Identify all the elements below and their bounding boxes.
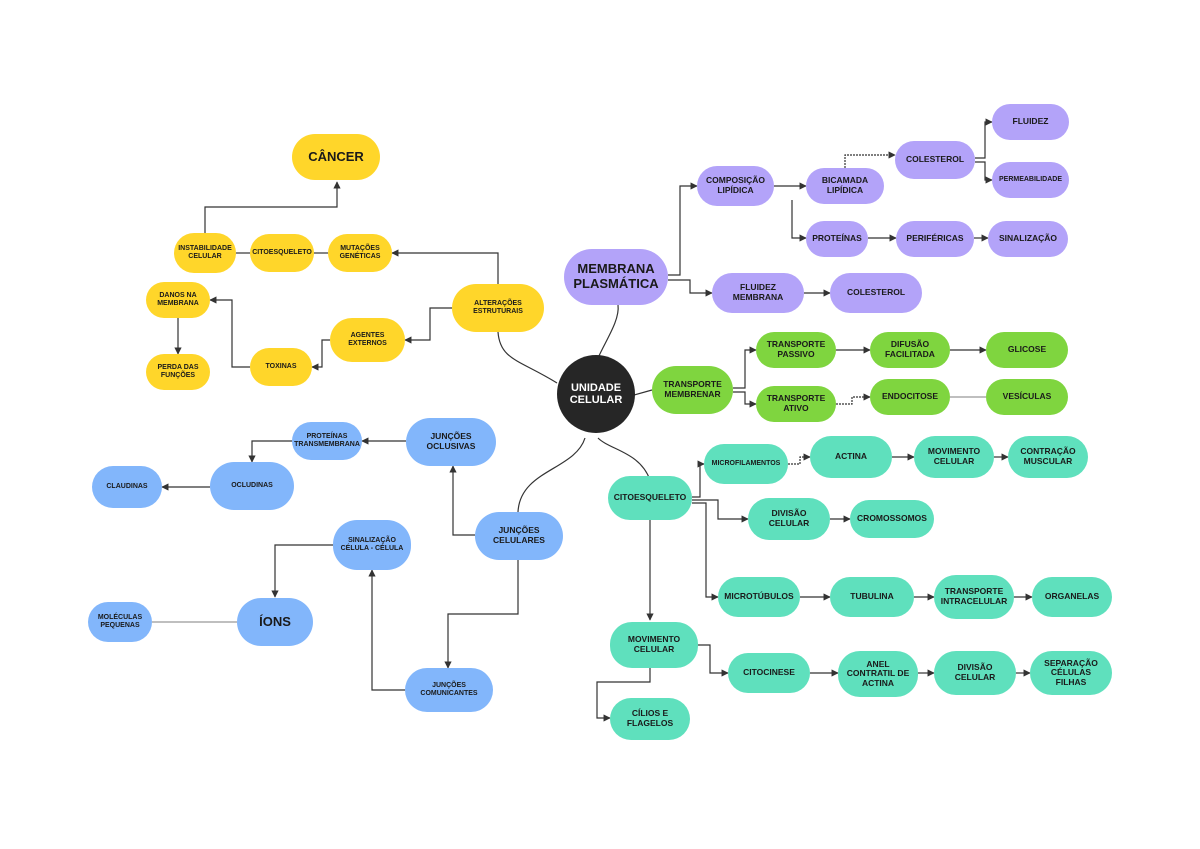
perifericas-node[interactable]: PERIFÉRICAS (896, 221, 974, 257)
separacao-celulas-node[interactable]: SEPARAÇÃO CÉLULAS FILHAS (1030, 651, 1112, 695)
endocitose-node[interactable]: ENDOCITOSE (870, 379, 950, 415)
bicamada-lipidica-node[interactable]: BICAMADA LIPÍDICA (806, 168, 884, 204)
instabilidade-celular-node[interactable]: INSTABILIDADE CELULAR (174, 233, 236, 273)
mutacoes-geneticas-node[interactable]: MUTAÇÕES GENÉTICAS (328, 234, 392, 272)
edge-juncoes-comunicantes (444, 560, 519, 669)
edge-transporte-passivo (733, 346, 757, 389)
anel-contratil-node[interactable]: ANEL CONTRATIL DE ACTINA (838, 651, 918, 697)
sinalizacao-celula-node[interactable]: SINALIZAÇÃO CÉLULA - CÉLULA (333, 520, 411, 570)
tubulina-node[interactable]: TUBULINA (830, 577, 914, 617)
alteracoes-estruturais-node[interactable]: ALTERAÇÕES ESTRUTURAIS (452, 284, 544, 332)
edge-movimento-citocinese (698, 644, 729, 677)
edge-juncoes-oclusivas (449, 465, 475, 536)
perda-funcoes-node[interactable]: PERDA DAS FUNÇÕES (146, 354, 210, 390)
edge-agentes-toxinas (311, 339, 330, 371)
permeabilidade-node[interactable]: PERMEABILIDADE (992, 162, 1069, 198)
juncoes-celulares-node[interactable]: JUNÇÕES CELULARES (475, 512, 563, 560)
proteinas-node[interactable]: PROTEÍNAS (806, 221, 868, 257)
cromossomos-node[interactable]: CROMOSSOMOS (850, 500, 934, 538)
edge-center-juncoes (517, 437, 586, 513)
organelas-node[interactable]: ORGANELAS (1032, 577, 1112, 617)
edge-cito-microtubulos (692, 502, 719, 601)
divisao-celular-node-2[interactable]: DIVISÃO CELULAR (934, 651, 1016, 695)
edge-center-alteracoes (497, 331, 558, 384)
glicose-node[interactable]: GLICOSE (986, 332, 1068, 368)
edge-cito-microfilamentos (692, 460, 705, 498)
edge-proteinas-ocludinas (248, 440, 292, 463)
colesterol-node-1[interactable]: COLESTEROL (895, 141, 975, 179)
sinalizacao-node[interactable]: SINALIZAÇÃO (988, 221, 1068, 257)
center-node[interactable]: UNIDADE CELULAR (557, 355, 635, 433)
citocinese-node[interactable]: CITOCINESE (728, 653, 810, 693)
edge-sinalizacao-ions (271, 544, 333, 598)
vesiculas-node[interactable]: VESÍCULAS (986, 379, 1068, 415)
toxinas-node[interactable]: TOXINAS (250, 348, 312, 386)
ions-node[interactable]: ÍONS (237, 598, 313, 646)
claudinas-node[interactable]: CLAUDINAS (92, 466, 162, 508)
juncoes-oclusivas-node[interactable]: JUNÇÕES OCLUSIVAS (406, 418, 496, 466)
contracao-muscular-node[interactable]: CONTRAÇÃO MUSCULAR (1008, 436, 1088, 478)
edge-toxinas-danos (209, 296, 250, 368)
movimento-celular-node-1[interactable]: MOVIMENTO CELULAR (914, 436, 994, 478)
edge-transporte-ativo (733, 391, 757, 408)
transporte-passivo-node[interactable]: TRANSPORTE PASSIVO (756, 332, 836, 368)
edge-bicamada-colesterol (844, 151, 896, 168)
edge-instabilidade-cancer (204, 181, 341, 233)
edge-colesterol-fluidez (975, 118, 993, 159)
edge-center-membrana (597, 304, 619, 359)
citoesqueleto-node[interactable]: CITOESQUELETO (608, 476, 692, 520)
edge-membrana-composicao (668, 182, 698, 276)
moleculas-pequenas-node[interactable]: MOLÉCULAS PEQUENAS (88, 602, 152, 642)
transporte-ativo-node[interactable]: TRANSPORTE ATIVO (756, 386, 836, 422)
fluidez-membrana-node[interactable]: FLUIDEZ MEMBRANA (712, 273, 804, 313)
edge-microfilamentos-actina (788, 453, 811, 465)
agentes-externos-node[interactable]: AGENTES EXTERNOS (330, 318, 405, 362)
cancer-node[interactable]: CÂNCER (292, 134, 380, 180)
microfilamentos-node[interactable]: MICROFILAMENTOS (704, 444, 788, 484)
edge-alteracoes-agentes (404, 307, 452, 344)
edge-center-transporte (633, 389, 653, 396)
proteinas-transmembrana-node[interactable]: PROTEÍNAS TRANSMEMBRANA (292, 422, 362, 460)
membrana-plasmatica-node[interactable]: MEMBRANA PLASMÁTICA (564, 249, 668, 305)
cilios-flagelos-node[interactable]: CÍLIOS E FLAGELOS (610, 698, 690, 740)
movimento-celular-node-2[interactable]: MOVIMENTO CELULAR (610, 622, 698, 668)
edge-comunicantes-sinalizacao (368, 569, 405, 691)
edge-ativo-endocitose (836, 393, 871, 405)
edge-cito-divisao (692, 499, 749, 523)
difusao-facilitada-node[interactable]: DIFUSÃO FACILITADA (870, 332, 950, 368)
edge-center-citoesqueleto (597, 437, 651, 481)
fluidez-node[interactable]: FLUIDEZ (992, 104, 1069, 140)
divisao-celular-node-1[interactable]: DIVISÃO CELULAR (748, 498, 830, 540)
actina-node[interactable]: ACTINA (810, 436, 892, 478)
edge-alteracoes-mutacoes (391, 249, 499, 284)
edge-composicao-proteinas (791, 200, 807, 242)
danos-membrana-node[interactable]: DANOS NA MEMBRANA (146, 282, 210, 318)
colesterol-node-2[interactable]: COLESTEROL (830, 273, 922, 313)
composicao-lipidica-node[interactable]: COMPOSIÇÃO LIPÍDICA (697, 166, 774, 206)
ocludinas-node[interactable]: OCLUDINAS (210, 462, 294, 510)
juncoes-comunicantes-node[interactable]: JUNÇÕES COMUNICANTES (405, 668, 493, 712)
edge-membrana-fluidez (668, 279, 713, 297)
edge-movimento-cilios (596, 668, 651, 722)
citoesqueleto-alt-node[interactable]: CITOESQUELETO (250, 234, 314, 272)
transporte-intracelular-node[interactable]: TRANSPORTE INTRACELULAR (934, 575, 1014, 619)
transporte-membrenar-node[interactable]: TRANSPORTE MEMBRENAR (652, 366, 733, 414)
microtubulos-node[interactable]: MICROTÚBULOS (718, 577, 800, 617)
edge-colesterol-permeabilidade (975, 161, 993, 184)
